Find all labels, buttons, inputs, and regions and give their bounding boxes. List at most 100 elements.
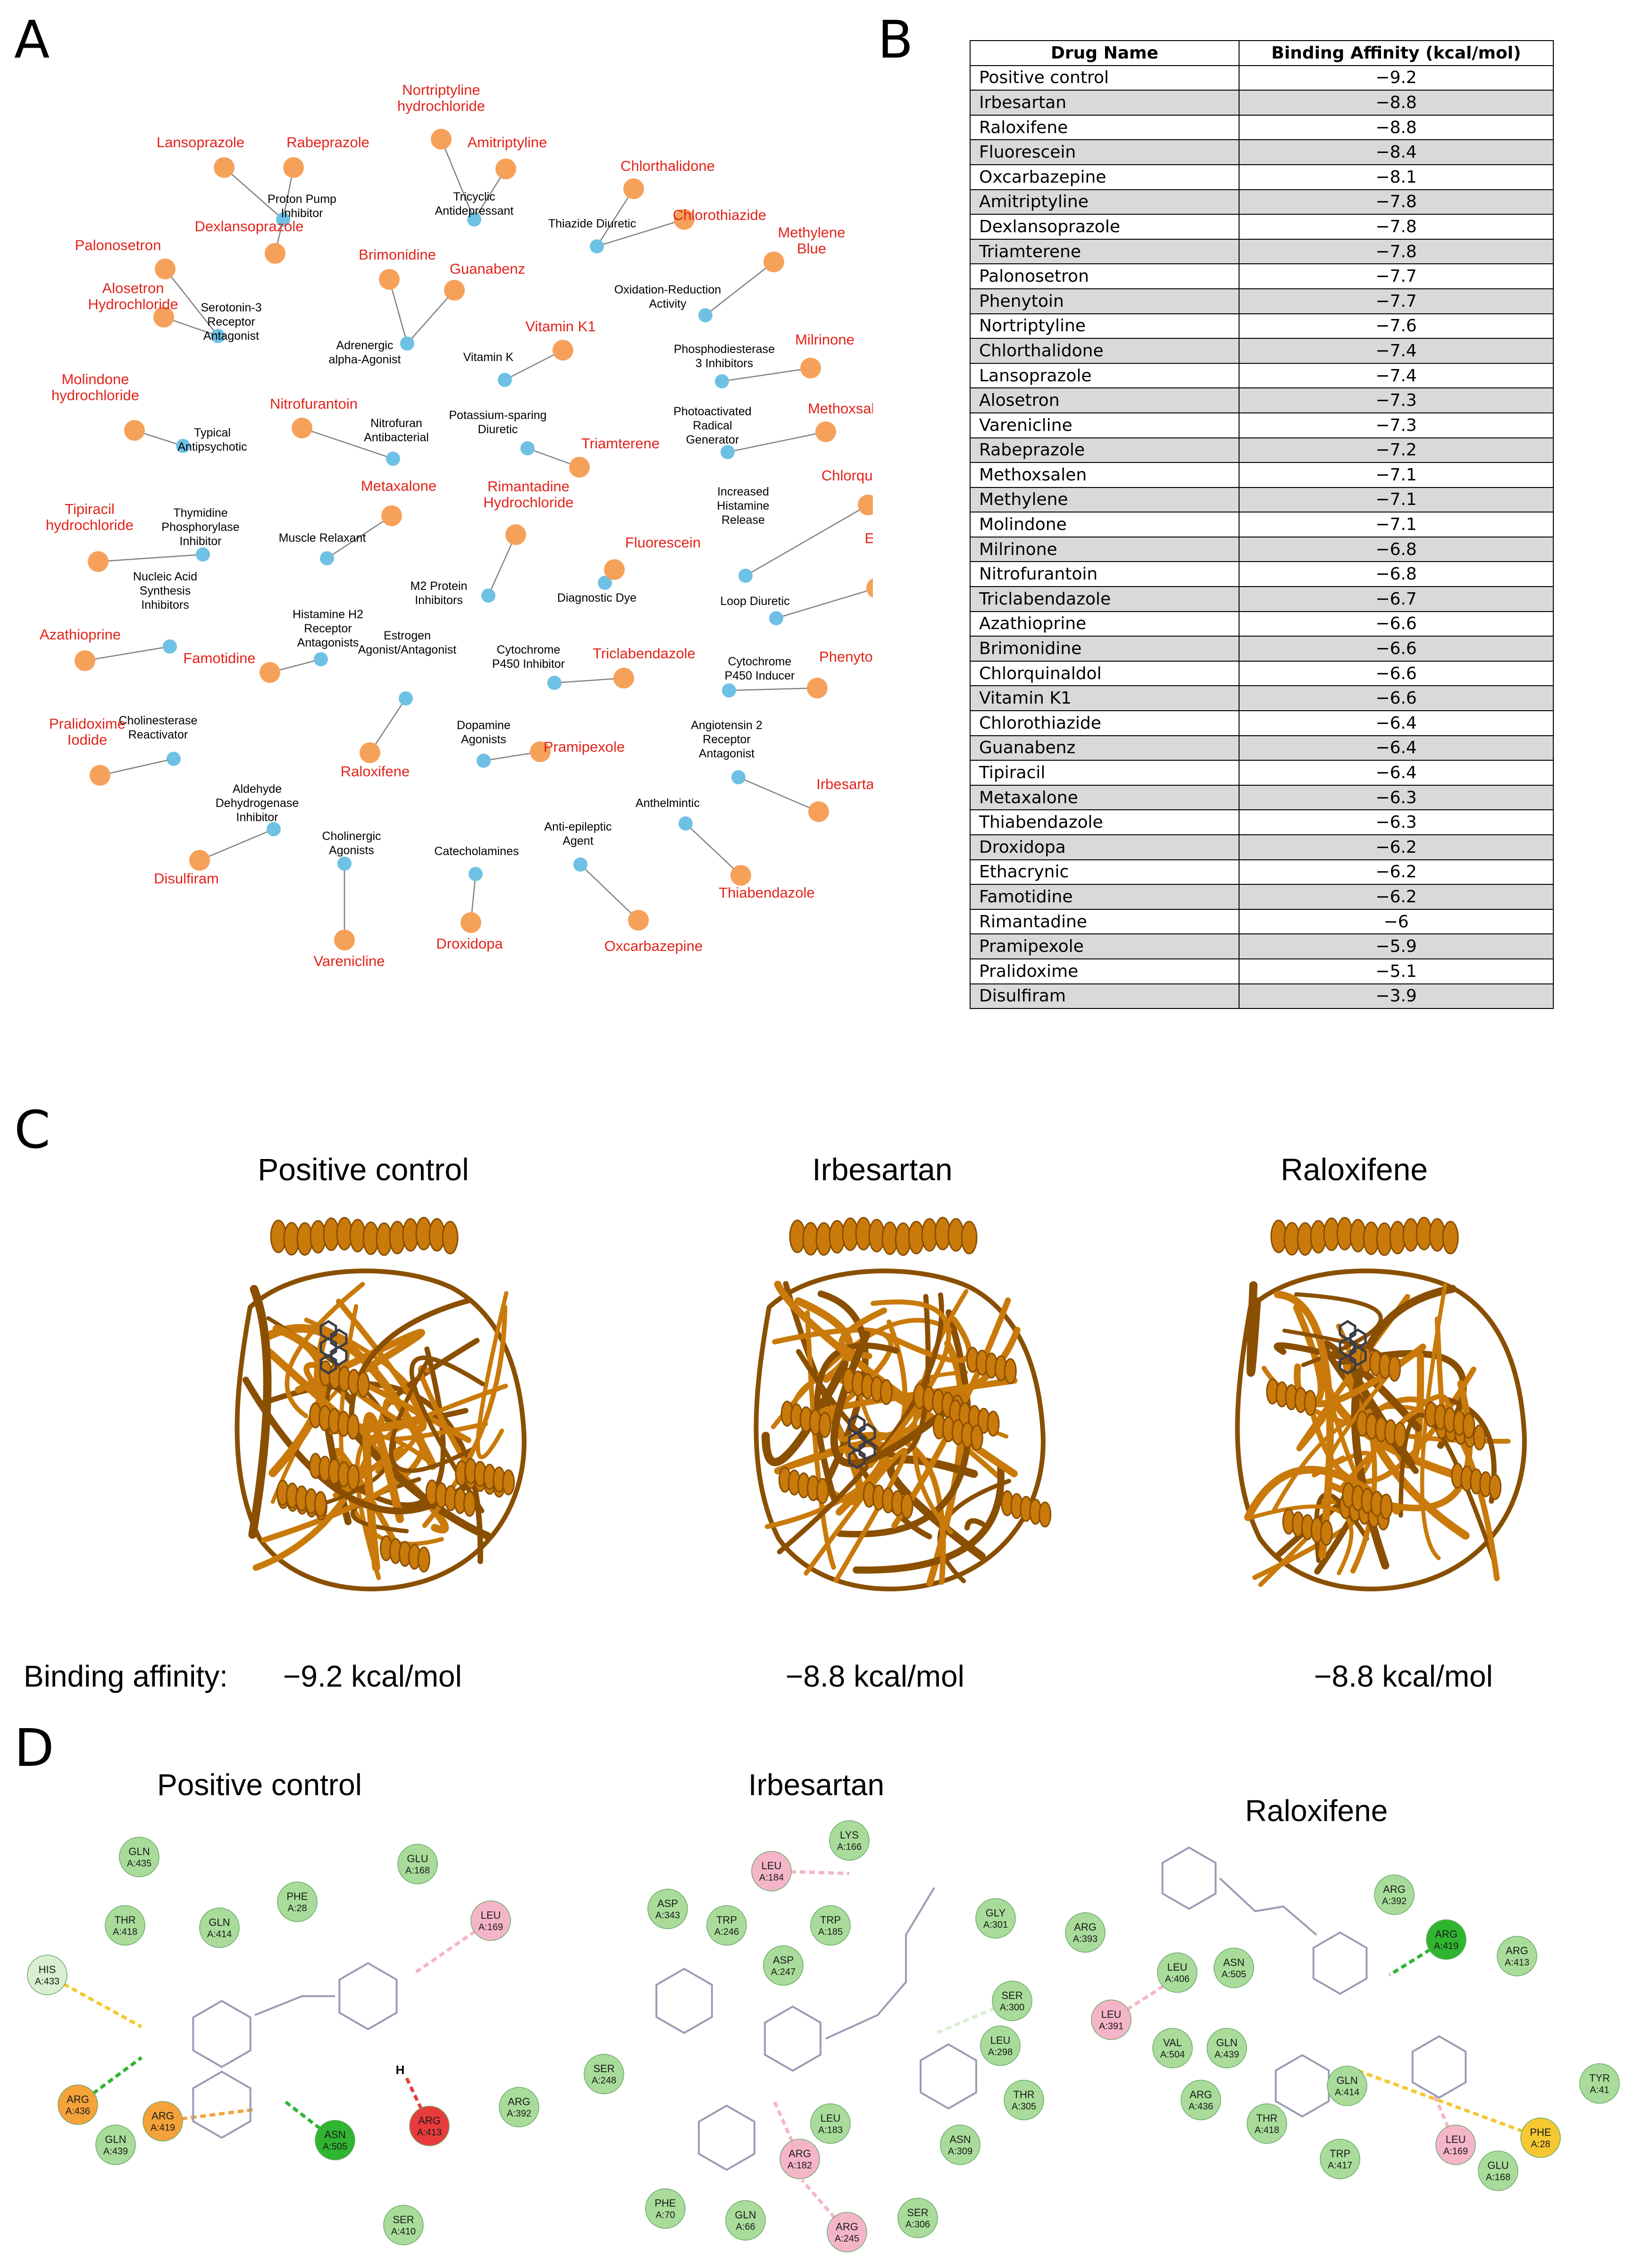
drug-name-cell: Triamterene — [970, 238, 1240, 265]
ligand-ring — [319, 1354, 337, 1375]
drug-name-cell: Pramipexole — [970, 933, 1240, 959]
drug-name-cell: Rimantadine — [970, 908, 1240, 935]
drug-label: Palonosetron — [75, 237, 161, 253]
binding-affinity-cell: −6.2 — [1239, 834, 1554, 860]
protein-loop — [841, 1432, 946, 1585]
drug-label: Chlorothiazide — [673, 207, 766, 223]
panel-c-title-positive-control: Positive control — [258, 1152, 469, 1187]
panel-letter-c: C — [14, 1100, 50, 1160]
residue-name: PHE — [286, 1890, 308, 1902]
drug-name-cell: Dexlansoprazole — [970, 214, 1240, 240]
residue-name: SER — [907, 2207, 928, 2218]
residue-id: A:418 — [113, 1927, 137, 1937]
drug-node — [155, 259, 176, 279]
category-label: Muscle Relaxant — [279, 531, 366, 545]
category-node — [769, 611, 783, 625]
residue-name: ASN — [949, 2134, 971, 2145]
binding-affinity-cell: −8.8 — [1239, 90, 1554, 116]
table-row: Raloxifene−8.8 — [970, 114, 1554, 141]
residue-name: GLN — [735, 2209, 756, 2221]
drug-label: Azathioprine — [40, 626, 121, 643]
residue-id: A:183 — [818, 2125, 843, 2135]
residue-name: LYS — [840, 1829, 859, 1841]
drug-node — [379, 269, 400, 290]
binding-affinity-cell: −7.4 — [1239, 362, 1554, 389]
binding-affinity-cell: −7.3 — [1239, 387, 1554, 413]
table-row: Varenicline−7.3 — [970, 412, 1554, 438]
residue-id: A:168 — [1486, 2172, 1510, 2183]
table-row: Azathioprine−6.6 — [970, 611, 1554, 637]
residue-id: A:305 — [1012, 2101, 1036, 2112]
residue-name: LEU — [481, 1909, 501, 1921]
drug-name-cell: Milrinone — [970, 536, 1240, 563]
binding-affinity-cell: −8.4 — [1239, 139, 1554, 165]
table-row: Nitrofurantoin−6.8 — [970, 561, 1554, 588]
drug-node — [815, 421, 836, 442]
residue-id: A:417 — [1328, 2160, 1352, 2171]
protein-loop — [294, 1328, 425, 1394]
residue-name: GLN — [105, 2134, 126, 2145]
binding-affinity-cell: −7.1 — [1239, 487, 1554, 513]
category-label: Loop Diuretic — [720, 595, 789, 608]
binding-affinity-cell: −7.8 — [1239, 214, 1554, 240]
ligand-ring — [338, 1962, 398, 2031]
residue-id: A:418 — [1255, 2125, 1279, 2135]
residue-name: GLN — [1216, 2037, 1237, 2049]
category-node — [498, 373, 512, 387]
category-node — [481, 588, 495, 603]
binding-affinity-cell: −6.4 — [1239, 760, 1554, 786]
binding-affinity-cell: −5.9 — [1239, 933, 1554, 959]
residue-id: A:184 — [759, 1873, 784, 1883]
drug-label: Milrinone — [795, 331, 855, 348]
drug-label: Thiabendazole — [719, 884, 814, 901]
drug-name-cell: Methoxsalen — [970, 462, 1240, 488]
residue-name: TYR — [1589, 2072, 1610, 2084]
residue-id: A:419 — [151, 2123, 175, 2133]
residue-id: A:413 — [1505, 1957, 1529, 1968]
drug-node — [628, 910, 649, 931]
residue-id: A:392 — [1382, 1896, 1407, 1907]
ligand-ring — [848, 1431, 866, 1452]
category-node — [163, 639, 177, 654]
category-node — [337, 857, 352, 871]
drug-label: Irbesartan — [816, 776, 873, 792]
residue-name: ARG — [67, 2093, 89, 2105]
network-nodes — [75, 129, 873, 950]
ligand-ring — [848, 1448, 866, 1469]
ligand-ring — [1312, 1931, 1368, 1995]
ligand-bond — [254, 1995, 335, 2016]
residue-id: A:410 — [391, 2226, 416, 2237]
residue-id: A:433 — [35, 1976, 59, 1987]
drug-node — [613, 668, 634, 689]
category-node — [477, 754, 491, 768]
drug-name-cell: Chlorthalidone — [970, 338, 1240, 364]
table-row: Rabeprazole−7.2 — [970, 437, 1554, 463]
protein-structure-irbesartan — [754, 1217, 1052, 1592]
helix-turn — [1320, 1520, 1333, 1546]
helix-turn — [1473, 1424, 1486, 1451]
table-row: Alosetron−7.3 — [970, 387, 1554, 413]
category-node — [469, 867, 483, 881]
residue-name: TRP — [820, 1914, 841, 1926]
drug-node — [866, 578, 873, 598]
residue-name: LEU — [762, 1860, 782, 1872]
